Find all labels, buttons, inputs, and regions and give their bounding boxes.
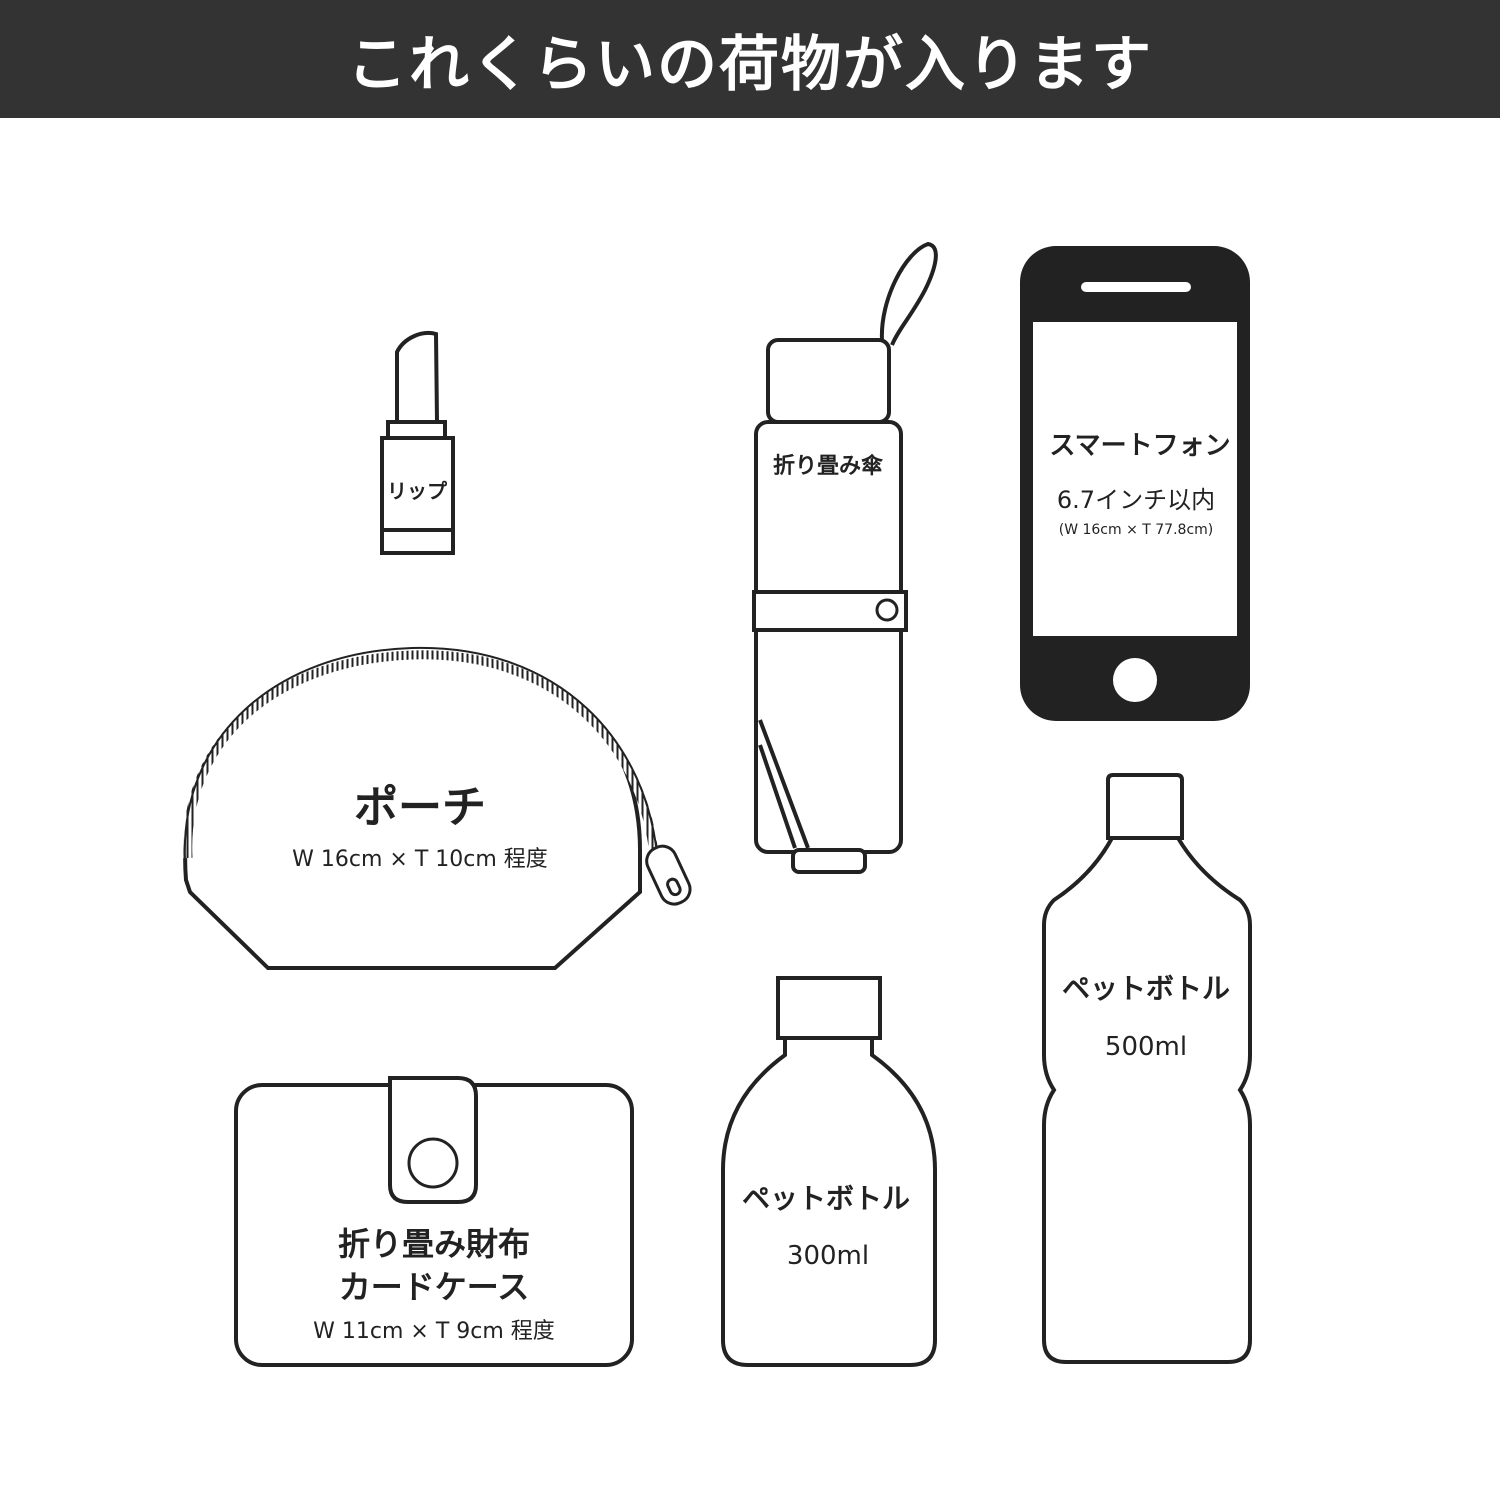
lip-label: リップ	[387, 479, 448, 503]
bottle-500ml-illustration	[1042, 773, 1252, 1364]
bottle-300ml-illustration	[721, 976, 937, 1367]
wallet-illustration	[234, 1075, 634, 1367]
pouch-dims: W 16cm × T 10cm 程度	[292, 847, 548, 872]
bottle-300ml-label: ペットボトル	[742, 1182, 910, 1215]
lipstick-illustration	[380, 331, 455, 555]
smartphone-illustration	[1020, 246, 1250, 721]
bottle-500ml-volume: 500ml	[1105, 1032, 1187, 1062]
pouch-label: ポーチ	[354, 782, 486, 833]
smartphone-label: スマートフォン	[1049, 431, 1230, 461]
wallet-label-line2: カードケース	[339, 1268, 529, 1306]
umbrella-illustration	[752, 241, 938, 874]
bottle-300ml-volume: 300ml	[787, 1241, 869, 1271]
header-banner: これくらいの荷物が入ります	[0, 0, 1500, 118]
smartphone-size: 6.7インチ以内	[1057, 486, 1215, 514]
wallet-dims: W 11cm × T 9cm 程度	[313, 1319, 555, 1344]
umbrella-label: 折り畳み傘	[773, 453, 884, 479]
bottle-500ml-label: ペットボトル	[1062, 972, 1230, 1005]
smartphone-dims: (W 16cm × T 77.8cm)	[1059, 522, 1214, 538]
pouch-illustration	[183, 646, 692, 970]
wallet-label-line1: 折り畳み財布	[338, 1225, 530, 1263]
page-title: これくらいの荷物が入ります	[347, 29, 1153, 100]
